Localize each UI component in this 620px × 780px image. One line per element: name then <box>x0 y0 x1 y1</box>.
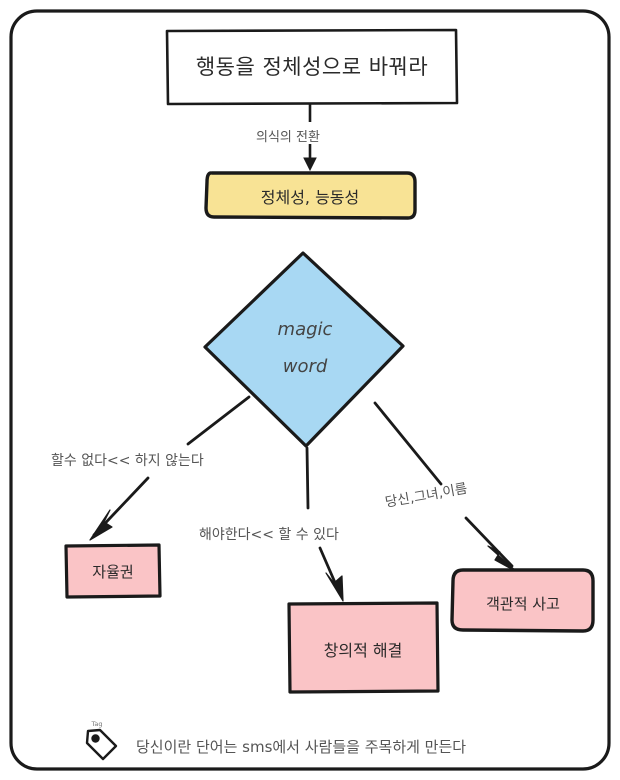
objective-box <box>450 568 595 633</box>
edge-decision-to-objective-lower <box>464 516 514 568</box>
tag-icon: Tag <box>85 720 118 761</box>
autonomy-box <box>64 543 162 599</box>
creative-box <box>287 601 440 694</box>
edge-decision-to-creative <box>305 446 310 510</box>
outer-frame <box>9 9 611 771</box>
edge-decision-to-autonomy <box>186 395 251 446</box>
identity-box <box>204 171 417 220</box>
arrowhead-identity <box>303 157 317 172</box>
title-box <box>165 28 459 106</box>
arrowhead-objective <box>487 545 518 573</box>
arrowhead-creative <box>325 572 344 602</box>
edge-decision-to-objective <box>373 401 443 486</box>
footer-note: 당신이란 단어는 sms에서 사람들을 주목하게 만든다 <box>78 726 466 766</box>
svg-text:Tag: Tag <box>90 720 102 728</box>
footer-text: 당신이란 단어는 sms에서 사람들을 주목하게 만든다 <box>136 737 467 756</box>
arrowhead-autonomy <box>89 509 113 541</box>
decision-diamond <box>203 251 405 448</box>
tag-icon-slot <box>78 726 124 766</box>
